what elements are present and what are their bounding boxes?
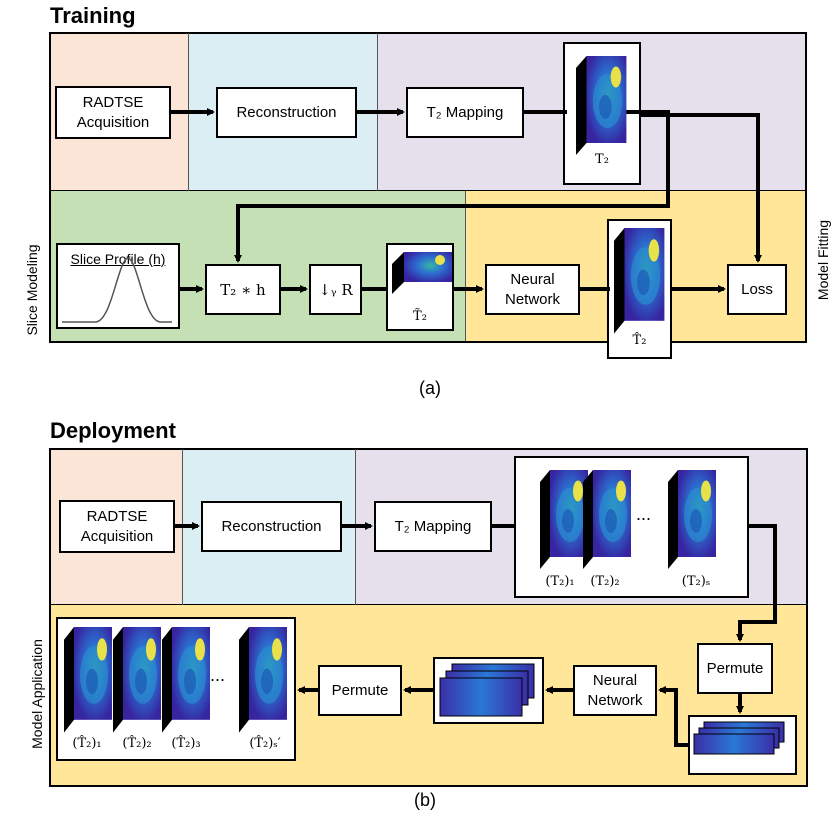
output-image-2 xyxy=(113,627,161,733)
arrow-t2-conv xyxy=(234,110,670,263)
t2-hat-image xyxy=(614,228,665,334)
loss-box: Loss xyxy=(727,264,787,315)
training-divider xyxy=(50,190,806,191)
deployment-caption: (b) xyxy=(414,790,436,810)
t2-tilde-image xyxy=(392,252,452,294)
output-label-3: (T̂₂)₃ xyxy=(171,736,201,751)
arrow-t2-loss xyxy=(640,113,762,263)
stack-image-s xyxy=(668,470,716,569)
stack-label-1: (T₂)₁ xyxy=(545,574,575,589)
deployment-heading: Deployment xyxy=(50,418,176,443)
output-label-2: (T̂₂)₂ xyxy=(122,736,152,751)
network-output-image xyxy=(439,663,535,717)
training-neural-network-box: Neural Network xyxy=(485,264,580,315)
slice-profile-title: Slice Profile (h) xyxy=(70,251,166,267)
output-image-s xyxy=(239,627,287,733)
downsample-box: ↓ᵧ R xyxy=(309,264,362,315)
training-reconstruction-box: Reconstruction xyxy=(216,87,357,138)
output-dots: ... xyxy=(210,665,226,685)
output-image-1 xyxy=(64,627,112,733)
deployment-acquisition-box: RADTSE Acquisition xyxy=(59,500,175,553)
deployment-reconstruction-box: Reconstruction xyxy=(201,501,342,552)
permuted-slices-image xyxy=(693,721,785,755)
training-acquisition-box: RADTSE Acquisition xyxy=(55,86,171,139)
stack-label-2: (T₂)₂ xyxy=(590,574,620,589)
output-image-3 xyxy=(162,627,210,733)
arrow-slices-nn xyxy=(658,686,688,747)
training-heading: Training xyxy=(50,3,136,28)
convolution-box: T₂ ∗ h xyxy=(205,264,281,315)
output-label-s: (T̂₂)ₛ′ xyxy=(249,736,281,751)
training-t2-mapping-box: T₂ Mapping xyxy=(406,87,524,138)
deployment-divider xyxy=(50,604,807,605)
slice-profile-curve xyxy=(62,257,172,323)
stack-dots: ... xyxy=(636,504,652,524)
t2-map-label: T₂ xyxy=(595,152,609,167)
arrow-stack-permute xyxy=(736,524,777,642)
t2-hat-label: T̂₂ xyxy=(632,333,647,348)
permute-right-box: Permute xyxy=(697,643,773,694)
output-label-1: (T̂₂)₁ xyxy=(72,736,102,751)
deployment-neural-network-box: Neural Network xyxy=(573,665,657,716)
deployment-t2-mapping-box: T₂ Mapping xyxy=(374,501,492,552)
stack-label-s: (T₂)ₛ xyxy=(681,574,711,589)
t2-tilde-label: T̃₂ xyxy=(413,309,427,324)
permute-left-box: Permute xyxy=(318,665,402,716)
training-sep-3 xyxy=(465,191,466,341)
training-caption: (a) xyxy=(419,378,441,398)
t2-map-image xyxy=(576,56,627,155)
stack-image-2 xyxy=(583,470,631,569)
training-frame xyxy=(49,32,807,343)
stack-image-1 xyxy=(540,470,588,569)
deployment-frame xyxy=(49,448,808,787)
slice-profile-box: Slice Profile (h) xyxy=(56,243,180,329)
